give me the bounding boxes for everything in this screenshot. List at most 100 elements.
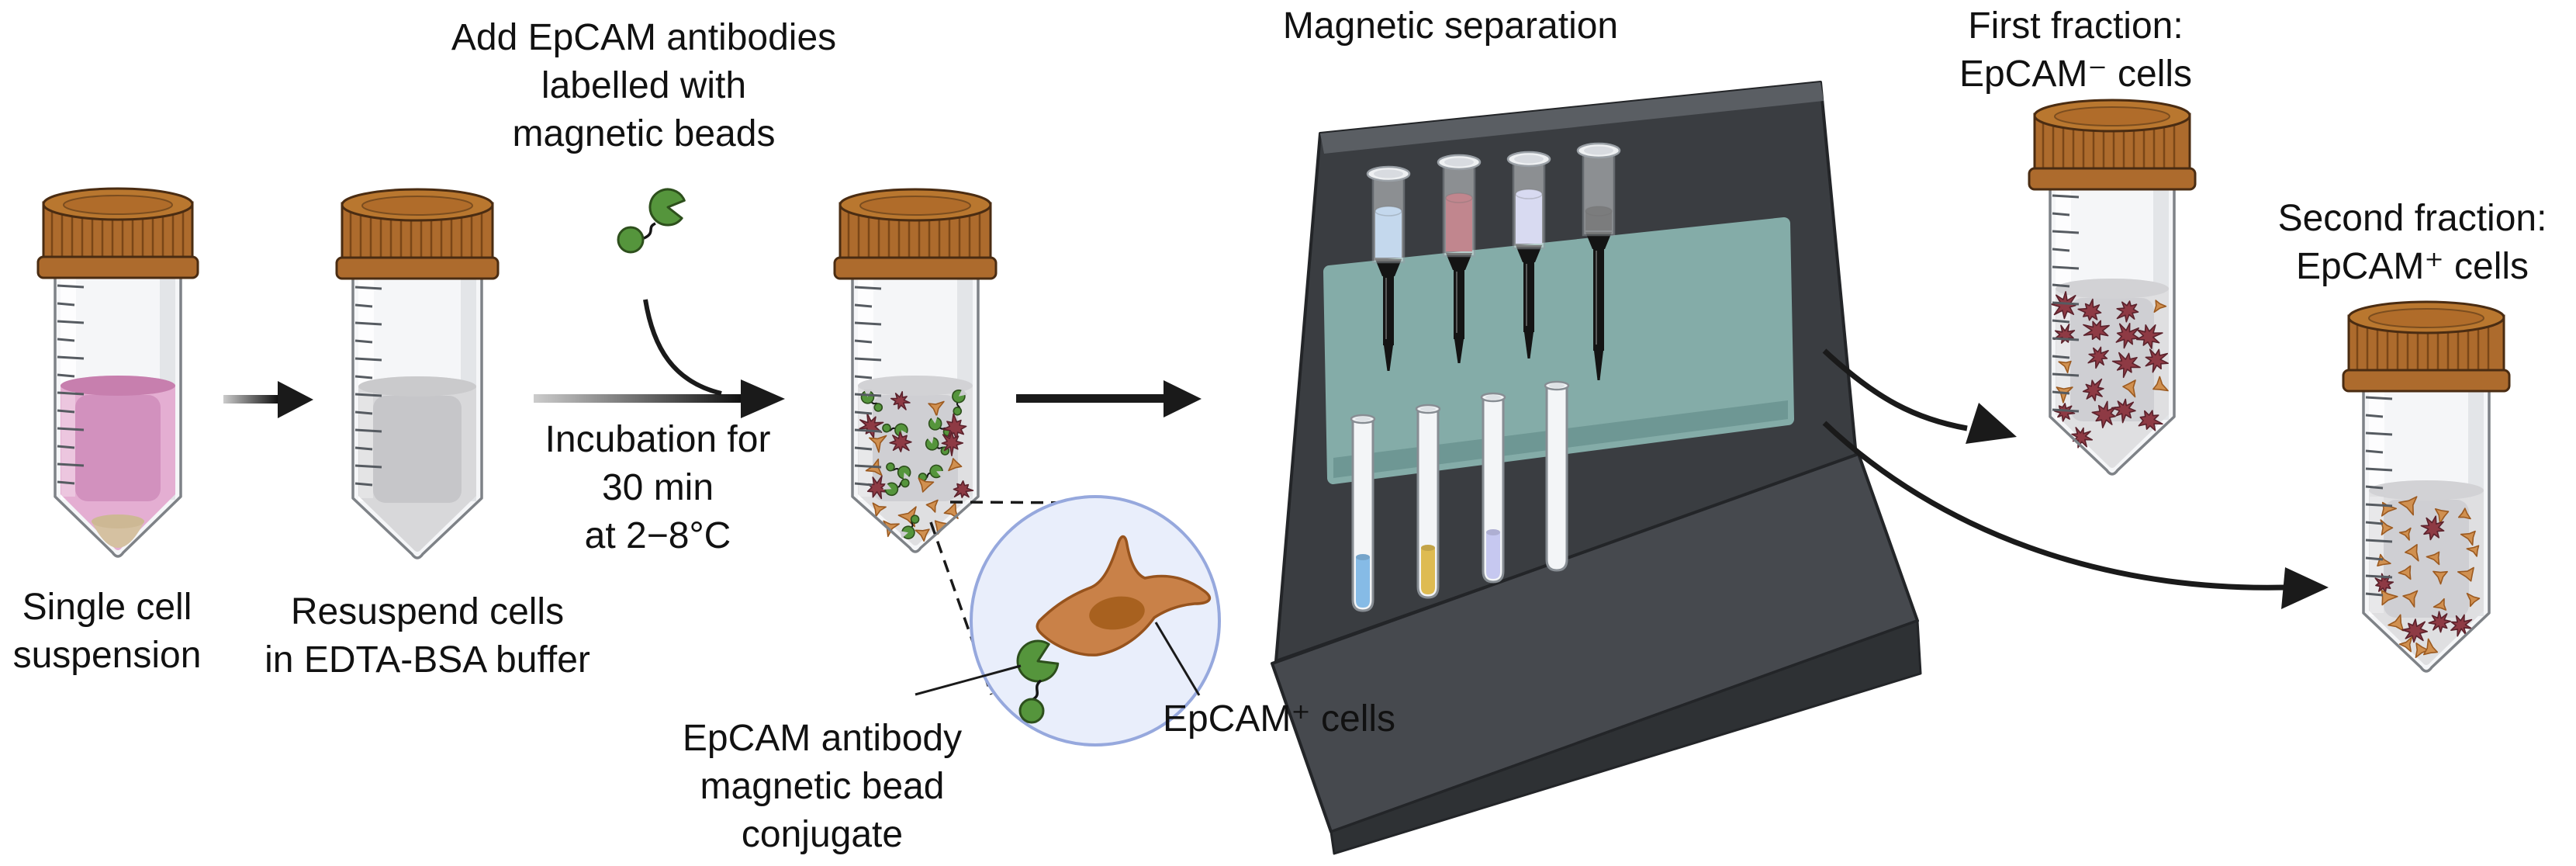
cell-glyph (2415, 643, 2429, 658)
cell-glyph (2053, 324, 2076, 344)
cell-glyph (2426, 551, 2440, 566)
cell-glyph (953, 480, 974, 498)
cell-glyph (869, 435, 887, 453)
label-incubation: Incubation for 30 min at 2−8°C (545, 416, 771, 560)
column-liquid (1446, 198, 1472, 251)
label-line: magnetic bead (700, 766, 945, 807)
cell-glyph (2136, 324, 2163, 349)
collection-tube (1480, 392, 1506, 584)
cell-glyph (2115, 323, 2139, 349)
antibody-bead-conjugate-icon (617, 188, 686, 254)
separation-column (1437, 154, 1482, 363)
zoom-inset-circle (915, 495, 1221, 746)
cell-glyph (2122, 379, 2136, 398)
cell-glyph (2377, 553, 2391, 566)
separation-column (1576, 142, 1621, 380)
cell-glyph (2138, 410, 2163, 431)
label-resuspend-cells: Resuspend cells in EDTA-BSA buffer (265, 588, 590, 684)
cell-glyph (2091, 400, 2116, 428)
tube-resuspended-cells (335, 188, 500, 559)
cell-glyph (2380, 519, 2394, 535)
cell-nucleus (1089, 596, 1145, 630)
label-first-fraction: First fraction: EpCAM⁻ cells (1959, 2, 2192, 99)
page-title: Magnetic separation (1282, 5, 1619, 47)
cell-glyph (890, 391, 911, 410)
column-rod (1593, 246, 1604, 351)
label-line: conjugate (741, 814, 904, 855)
cell-glyph (941, 431, 964, 456)
cell-glyph (2111, 398, 2136, 424)
cell-glyph (2398, 636, 2413, 653)
label-line: at 2−8°C (584, 515, 731, 556)
cell-glyph (2401, 618, 2428, 643)
collection-tube (1544, 380, 1570, 572)
cell-glyph (2402, 590, 2419, 608)
cell-glyph (2087, 346, 2109, 369)
cell-glyph (2152, 376, 2169, 392)
label-epcam-positive-callout: EpCAM⁺ cells (1163, 695, 1395, 743)
column-needle (1454, 339, 1464, 363)
workflow-arrows (223, 299, 2329, 609)
cell-glyph (918, 477, 935, 493)
conjugate-glyph (952, 388, 967, 416)
cell-glyph (2082, 378, 2104, 402)
cell-glyph (2433, 570, 2448, 585)
tube-single-cell-suspension (36, 187, 199, 558)
label-line: Incubation for (545, 419, 771, 460)
label-line: Add EpCAM antibodies (451, 17, 837, 58)
cell-glyph (2388, 614, 2404, 632)
cell-glyph (2457, 507, 2471, 520)
label-conjugate-callout: EpCAM antibody magnetic bead conjugate (683, 715, 962, 859)
cell-glyph (2381, 589, 2398, 606)
tube-labelled-cells (833, 188, 998, 553)
cell-glyph (872, 502, 887, 518)
column-liquid (1516, 194, 1542, 244)
separation-column (1366, 165, 1411, 371)
column-rod (1454, 267, 1464, 339)
label-line: EpCAM⁺ cells (2295, 246, 2529, 287)
cell-glyph (2466, 545, 2480, 557)
cell-glyph (2374, 573, 2394, 593)
column-needle (1594, 351, 1603, 380)
cell-glyph (948, 458, 963, 472)
label-line: First fraction: (1968, 5, 2184, 47)
collection-tube (1415, 404, 1441, 599)
cell-glyph (889, 431, 912, 452)
arrow-to-second-fraction (1822, 421, 2286, 591)
label-line: Single cell (22, 587, 192, 628)
cell-glyph (2077, 298, 2102, 321)
arrow-incubation (534, 394, 742, 403)
arrow-step1-to-step2 (223, 395, 278, 404)
cell-glyph (2457, 566, 2474, 582)
arrow-add-antibodies-curve (643, 299, 722, 396)
epcam-positive-cell (1036, 535, 1212, 656)
tube-second-fraction (2342, 300, 2511, 673)
cell-glyph (2428, 611, 2451, 633)
cell-pellet (92, 521, 144, 548)
cell-glyph (2466, 592, 2481, 608)
label-single-cell-suspension: Single cell suspension (13, 584, 202, 680)
label-line: EpCAM antibody (682, 718, 963, 759)
cell-glyph (2420, 515, 2445, 541)
label-line: Resuspend cells (290, 591, 565, 632)
cell-glyph (2116, 300, 2139, 323)
label-line: magnetic beads (512, 113, 776, 154)
column-liquid (1375, 211, 1402, 258)
conjugate-glyph (883, 478, 910, 497)
cell-glyph (2145, 348, 2169, 373)
label-line: in EDTA-BSA buffer (265, 639, 590, 681)
arrow-to-first-fraction (1822, 348, 1968, 431)
cell-glyph (866, 475, 889, 500)
label-line: EpCAM⁻ cells (1959, 54, 2193, 95)
cell-glyph (2423, 638, 2439, 656)
collection-liquid (1486, 532, 1500, 579)
cell-glyph (2398, 496, 2418, 516)
conjugate-glyph (886, 462, 911, 481)
conjugate-glyph (899, 514, 920, 540)
cell-glyph (2083, 320, 2110, 341)
label-line: 30 min (601, 467, 714, 508)
label-add-antibodies: Add EpCAM antibodies labelled with magne… (451, 14, 836, 158)
collection-liquid (1356, 557, 1370, 608)
